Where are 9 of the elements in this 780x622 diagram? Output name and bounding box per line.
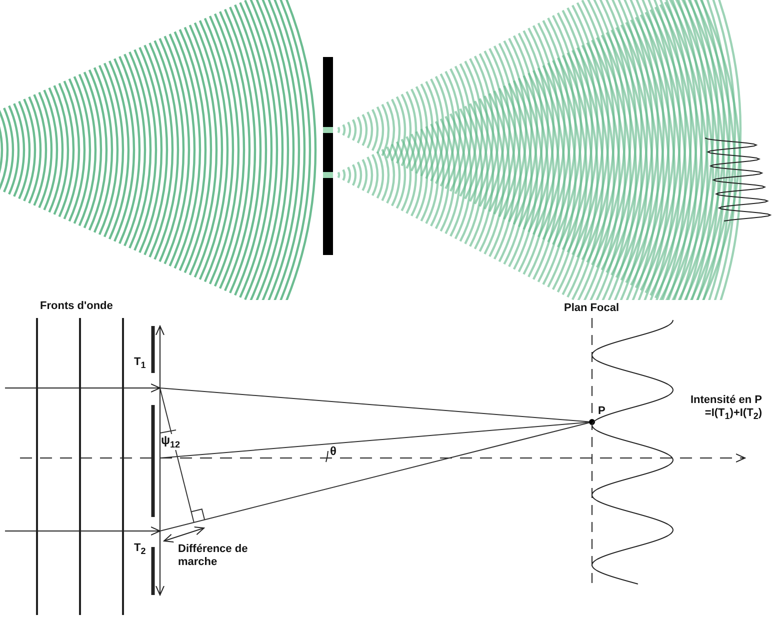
annotation: Différence de marche [178, 543, 248, 568]
angle-label: θ [330, 445, 336, 459]
angle-label: ψ$_{12}$ [161, 434, 180, 450]
point-label: P [598, 405, 606, 418]
annotation: Plan Focal [564, 302, 620, 315]
annotation: Fronts d'onde [40, 300, 113, 313]
slit-label: T$_{2}$ [134, 542, 146, 557]
slit-label: T$_{1}$ [134, 356, 146, 371]
annotation: Intensité en P =I(T$_{1}$)+I(T$_{2}$) [690, 394, 762, 422]
